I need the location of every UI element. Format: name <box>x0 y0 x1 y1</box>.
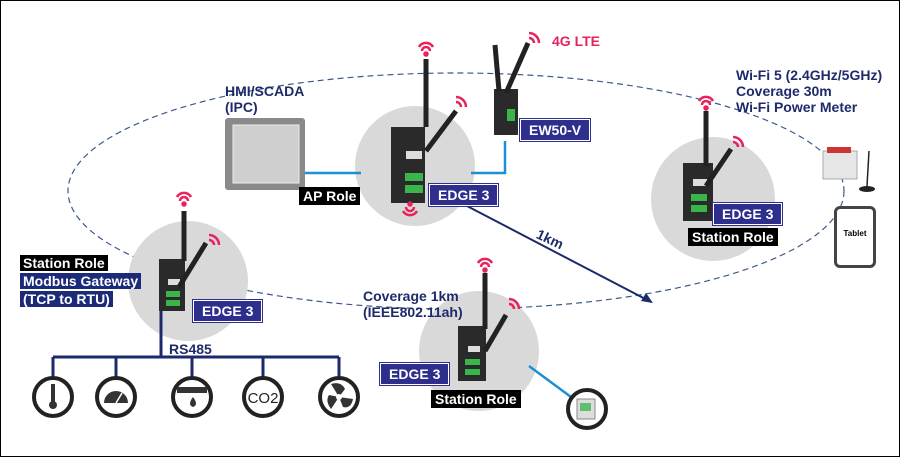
wifi-ring <box>67 72 845 310</box>
link-meter <box>528 364 572 399</box>
sensor-thermometer-icon <box>32 376 74 418</box>
edge-label-wifi5: EDGE 3 <box>711 202 784 226</box>
ew50-device <box>492 41 531 135</box>
edge-label-11ah: EDGE 3 <box>378 362 451 386</box>
svg-text:CO2: CO2 <box>248 390 279 407</box>
edge-device-11ah <box>458 273 509 381</box>
edge-label-ap: EDGE 3 <box>427 183 500 207</box>
station-role-wifi5: Station Role <box>688 228 778 246</box>
wifi-power-meter-icon <box>822 147 875 192</box>
hmi-panel-icon <box>225 118 305 190</box>
coverage-1km-info: Coverage 1km(IEEE802.11ah) <box>363 288 463 321</box>
sensor-co2-icon: CO2 <box>242 376 284 418</box>
link-edge-ew50 <box>471 141 507 175</box>
station-role-gateway: Station Role <box>20 255 108 271</box>
rs485-label: RS485 <box>169 341 212 357</box>
power-meter-icon <box>566 388 608 430</box>
edge-device-gateway <box>159 211 209 311</box>
wifi-icons <box>175 31 745 310</box>
coverage-circle-gateway <box>128 221 248 341</box>
ew50-label: EW50-V <box>518 118 592 142</box>
lte-label: 4G LTE <box>552 33 600 49</box>
sensor-water-leak-icon <box>171 376 213 418</box>
arrowhead <box>641 293 653 303</box>
hmi-label: HMI/SCADA(IPC) <box>225 83 305 116</box>
tablet-icon: Tablet <box>834 206 876 268</box>
tcp-rtu-label: (TCP to RTU) <box>20 291 113 307</box>
modbus-gateway-label: Modbus Gateway <box>20 273 142 289</box>
ap-role-badge: AP Role <box>299 187 361 205</box>
edge-label-gateway: EDGE 3 <box>191 299 264 323</box>
rs485-bus <box>51 311 341 379</box>
edge-device-wifi5 <box>683 111 734 221</box>
station-role-11ah: Station Role <box>431 390 521 408</box>
sensor-gauge-icon <box>95 376 137 418</box>
sensor-fan-icon <box>318 376 360 418</box>
edge-device-ap <box>391 59 458 203</box>
distance-arrow <box>466 205 652 303</box>
